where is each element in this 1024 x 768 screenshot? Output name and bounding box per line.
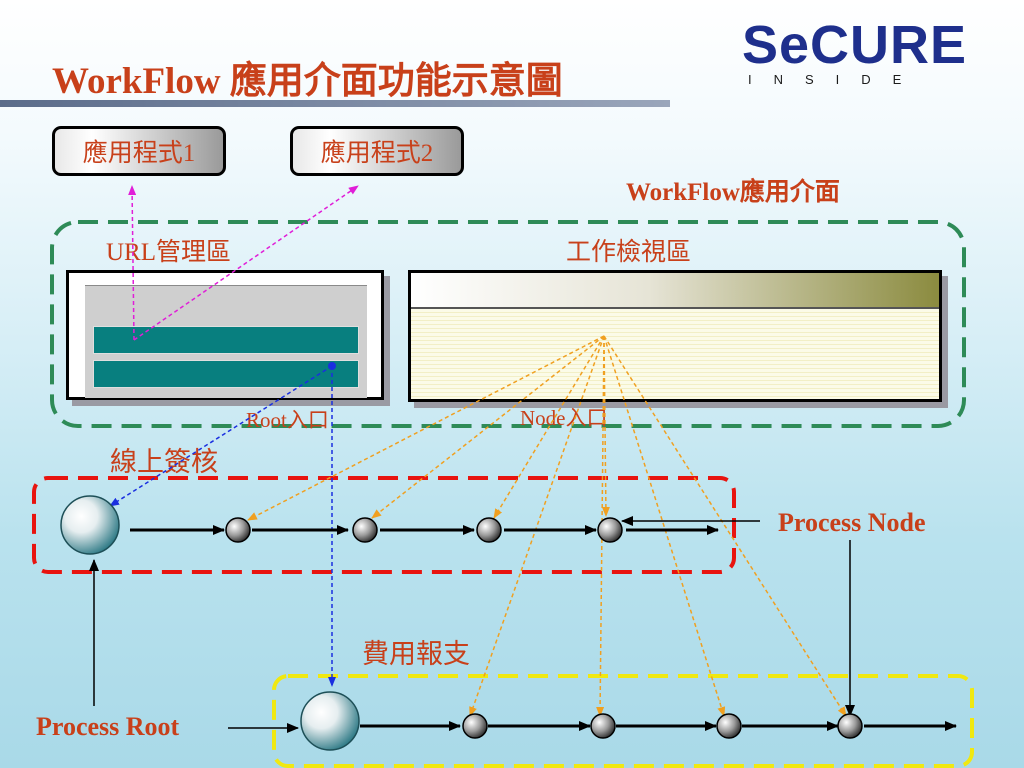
workflow-interface-label: WorkFlow應用介面 [626,179,840,206]
node-entry-label: Node入口 [520,406,608,430]
expense-root-node[interactable] [300,691,360,751]
node-link [601,335,610,517]
process-root-label: Process Root [36,712,180,741]
expense-node-2[interactable] [590,713,616,739]
app1-box[interactable]: 應用程式1 [52,126,226,176]
signoff-node-4[interactable] [597,517,623,543]
app2-box[interactable]: 應用程式2 [290,126,464,176]
signoff-root-node[interactable] [60,495,120,555]
signoff-node-1[interactable] [225,517,251,543]
expense-node-4[interactable] [837,713,863,739]
signoff-node-2[interactable] [352,517,378,543]
link-to-app1 [128,185,137,341]
work-view-label: 工作檢視區 [566,239,692,266]
node-link [603,335,847,717]
work-view-header [411,273,939,309]
interface-dashed-border [50,220,966,428]
node-link [493,335,605,519]
process-node-label: Process Node [778,508,926,537]
online-signoff-dashed-border [32,476,736,574]
secure-logo: SeCURE INSIDE [742,14,1002,94]
node-link [247,335,605,521]
page-title: WorkFlow 應用介面功能示意圖 [52,61,563,102]
expense-node-3[interactable] [716,713,742,739]
logo-main-text: SeCURE [742,15,968,75]
node-link [371,335,605,519]
url-area-label: URL管理區 [106,239,232,266]
logo-sub-text: INSIDE [748,72,924,87]
expense-node-1[interactable] [462,713,488,739]
signoff-node-3[interactable] [476,517,502,543]
expense-report-dashed-border [272,674,974,768]
link-to-app2 [133,185,359,341]
node-link [603,335,726,717]
title-underline [0,100,670,107]
url-row-1[interactable] [93,326,359,354]
url-management-panel[interactable] [66,270,384,400]
work-view-panel[interactable] [408,270,942,402]
url-row-2[interactable] [93,360,359,388]
expense-report-label: 費用報支 [362,639,470,669]
root-link-to-signoff [109,365,333,507]
